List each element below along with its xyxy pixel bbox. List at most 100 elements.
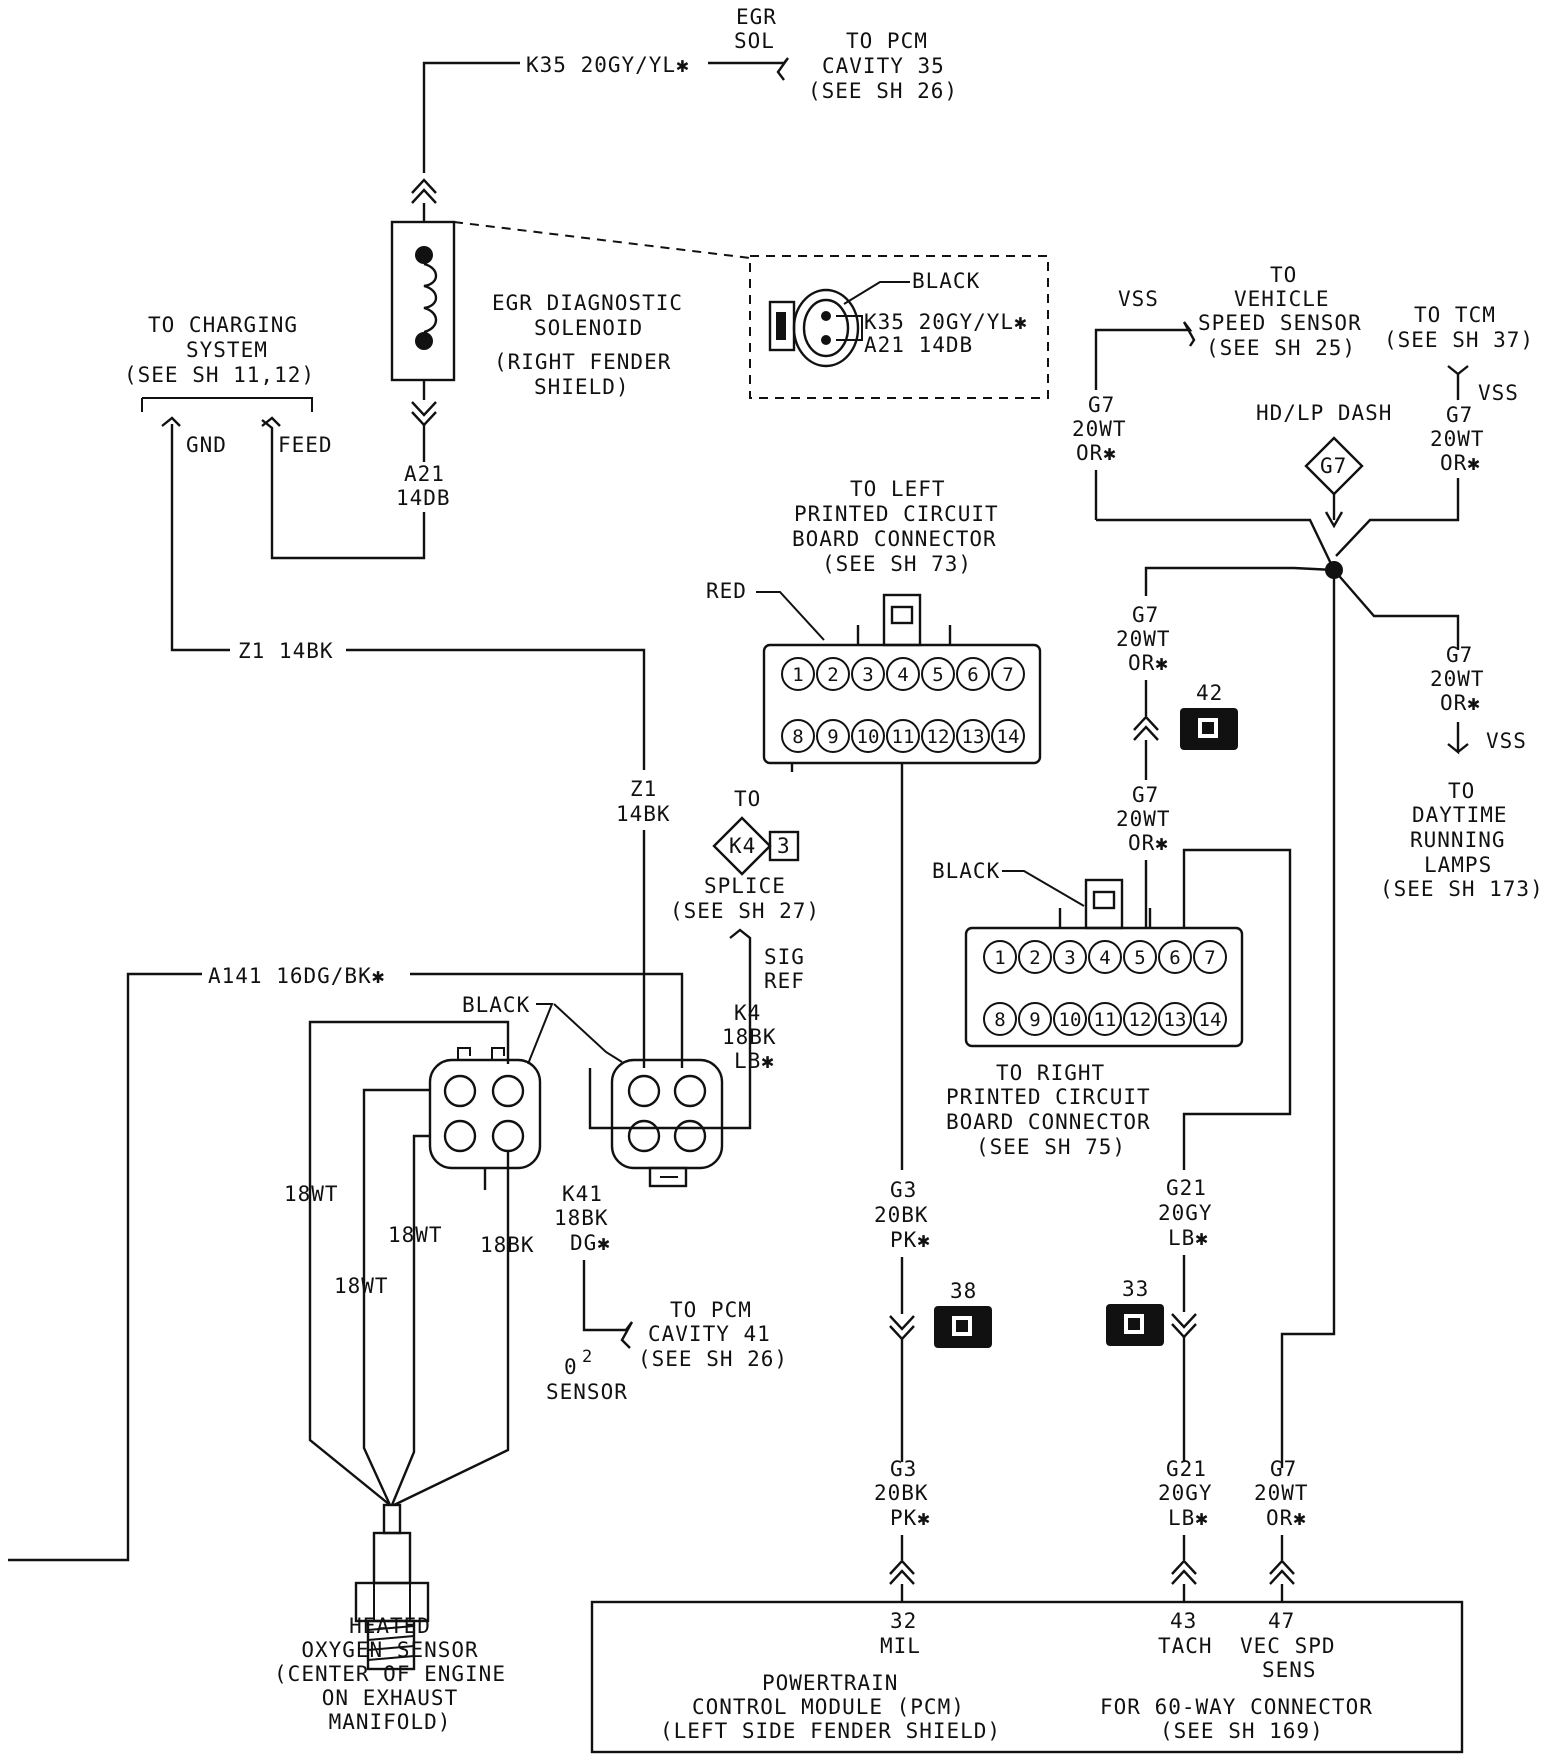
c42-label: 42	[1196, 681, 1223, 705]
left-pcb-label-1: TO LEFT	[850, 477, 946, 501]
g21-bottom-label-2: 20GY	[1158, 1481, 1213, 1505]
egr-coil-icon	[423, 262, 438, 334]
egr-name-2: SOLENOID	[534, 316, 643, 340]
right-pcb-pin-6: 6	[1158, 940, 1192, 974]
c42-chevron	[1133, 715, 1159, 741]
left-pcb-label-3: BOARD CONNECTOR	[792, 527, 997, 551]
o2-wire-18wt-b	[362, 1088, 430, 1506]
pcm41-label-3: (SEE SH 26)	[638, 1347, 788, 1371]
feed-label: FEED	[278, 433, 333, 457]
egr-solenoid-body	[390, 220, 456, 382]
drl-label-3: RUNNING	[1410, 828, 1506, 852]
k41-label-3: DG✱	[570, 1231, 611, 1255]
pcm-conn-1: FOR 60-WAY CONNECTOR	[1100, 1695, 1373, 1719]
drl-label-5: (SEE SH 173)	[1380, 877, 1544, 901]
right-pcb-pin-4: 4	[1088, 940, 1122, 974]
svg-text:6: 6	[967, 664, 978, 686]
right-pcb-pin-11: 11	[1088, 1002, 1122, 1036]
left-pcb-pin-14: 14	[991, 719, 1025, 753]
k4-splice-num: 3	[777, 834, 791, 858]
vss-left-label: VSS	[1118, 287, 1159, 311]
svg-text:8: 8	[792, 726, 803, 748]
drl-label-2: DAYTIME	[1412, 803, 1508, 827]
o2-18bk-label: 18BK	[480, 1233, 535, 1257]
svg-text:13: 13	[1164, 1009, 1187, 1031]
g7-pcb-label-3: OR✱	[1128, 831, 1169, 855]
gnd-label: GND	[186, 433, 227, 457]
g7-mid-label-3: OR✱	[1128, 651, 1169, 675]
left-pcb-pin-6: 6	[956, 657, 990, 691]
c33-label: 33	[1122, 1277, 1149, 1301]
svg-text:8: 8	[994, 1009, 1005, 1031]
g21-bottom-label-1: G21	[1166, 1457, 1207, 1481]
left-pcb-pin-9: 9	[816, 719, 850, 753]
pcm-name-3: (LEFT SIDE FENDER SHIELD)	[660, 1719, 1001, 1743]
svg-text:5: 5	[1134, 947, 1145, 969]
z1-ground-group: Z1 14BK Z1 14BK	[170, 424, 670, 1068]
egr-coil-terminal-top	[415, 246, 433, 264]
k41-wire	[582, 1260, 634, 1349]
left-pcb-pin-2: 2	[816, 657, 850, 691]
k4-splice-group: TO K4 3 SPLICE (SEE SH 27) SIG REF K4 18…	[588, 787, 820, 1130]
pcm-group: 32 MIL 43 TACH 47 VEC SPD SENS POWERTRAI…	[590, 1600, 1464, 1754]
svg-text:11: 11	[1094, 1009, 1117, 1031]
g7-left-label-2: 20WT	[1072, 417, 1127, 441]
egr-detail-color: BLACK	[912, 269, 980, 293]
g3-top-label-3: PK✱	[890, 1228, 931, 1252]
k4-to-label: TO	[734, 787, 761, 811]
right-pcb-pin-12: 12	[1123, 1002, 1157, 1036]
egr-name-1: EGR DIAGNOSTIC	[492, 291, 683, 315]
egr-connector-bottom-chevron	[411, 401, 437, 427]
vehicle-label-3: SPEED SENSOR	[1198, 311, 1362, 335]
g7-right-label-3: OR✱	[1440, 451, 1481, 475]
right-pcb-pin-14: 14	[1193, 1002, 1227, 1036]
right-pcb-pin-3: 3	[1053, 940, 1087, 974]
o2-18wt-label-a: 18WT	[284, 1182, 339, 1206]
o2-wire-18bk	[393, 1151, 510, 1507]
k4-splice-label-2: (SEE SH 27)	[670, 899, 820, 923]
tcm-terminal	[1447, 365, 1469, 376]
o2-wire-18wt-a	[308, 1020, 510, 1506]
svg-text:14: 14	[1199, 1009, 1222, 1031]
g3-top-label-2: 20BK	[874, 1203, 929, 1227]
pcm-pin32-name: MIL	[880, 1634, 921, 1658]
right-pcb-label-3: BOARD CONNECTOR	[946, 1110, 1151, 1134]
svg-text:13: 13	[962, 726, 985, 748]
tcm-label-1: TO TCM	[1414, 303, 1496, 327]
o2-right-connector	[610, 1058, 724, 1170]
left-pcb-label-4: (SEE SH 73)	[822, 552, 972, 576]
pcm-conn-2: (SEE SH 169)	[1160, 1719, 1324, 1743]
hd-dash-label: HD/LP DASH	[1256, 401, 1392, 425]
right-pcb-pin-9: 9	[1018, 1002, 1052, 1036]
pcm-cavity35-label-1: TO PCM	[846, 29, 928, 53]
k4-splice-id: K4	[729, 834, 756, 858]
k41-label-2: 18BK	[554, 1206, 609, 1230]
k41-group: K41 18BK DG✱ TO PCM CAVITY 41 (SEE SH 26…	[546, 1182, 788, 1404]
right-pcb-pin-10: 10	[1053, 1002, 1087, 1036]
g7-mid-label-1: G7	[1132, 603, 1159, 627]
g21-bottom-label-3: LB✱	[1168, 1506, 1209, 1530]
g7-splice-node	[1325, 561, 1343, 579]
vehicle-label-2: VEHICLE	[1234, 287, 1330, 311]
o2-zero: 0	[564, 1355, 578, 1379]
g21-top-label-1: G21	[1166, 1176, 1207, 1200]
k4-splice-diamond	[712, 816, 772, 876]
o2-sensor-group: A141 16DG/BK✱ BLACK 18WT 18WT 18WT 18BK	[8, 964, 724, 1671]
vehicle-label-1: TO	[1270, 263, 1297, 287]
charging-bracket	[141, 397, 313, 412]
g7-splice-wires	[1096, 518, 1460, 1468]
o2-left-connector	[428, 1058, 542, 1170]
k4-terminal	[588, 928, 752, 1130]
egr-detail-connector-icon	[792, 288, 860, 368]
k4-splice-num-box	[768, 830, 800, 862]
left-pcb-pin-12: 12	[921, 719, 955, 753]
g3-group: G3 20BK PK✱ 38 G3 20BK PK✱	[874, 763, 992, 1602]
drl-label-4: LAMPS	[1424, 853, 1492, 877]
egr-sol-label-2: SOL	[734, 29, 775, 53]
right-pcb-pin-5: 5	[1123, 940, 1157, 974]
svg-text:10: 10	[857, 726, 880, 748]
g7-drl-label-1: G7	[1446, 643, 1473, 667]
vehicle-label-4: (SEE SH 25)	[1206, 336, 1356, 360]
pcm-pin47-name-1: VEC SPD	[1240, 1634, 1336, 1658]
